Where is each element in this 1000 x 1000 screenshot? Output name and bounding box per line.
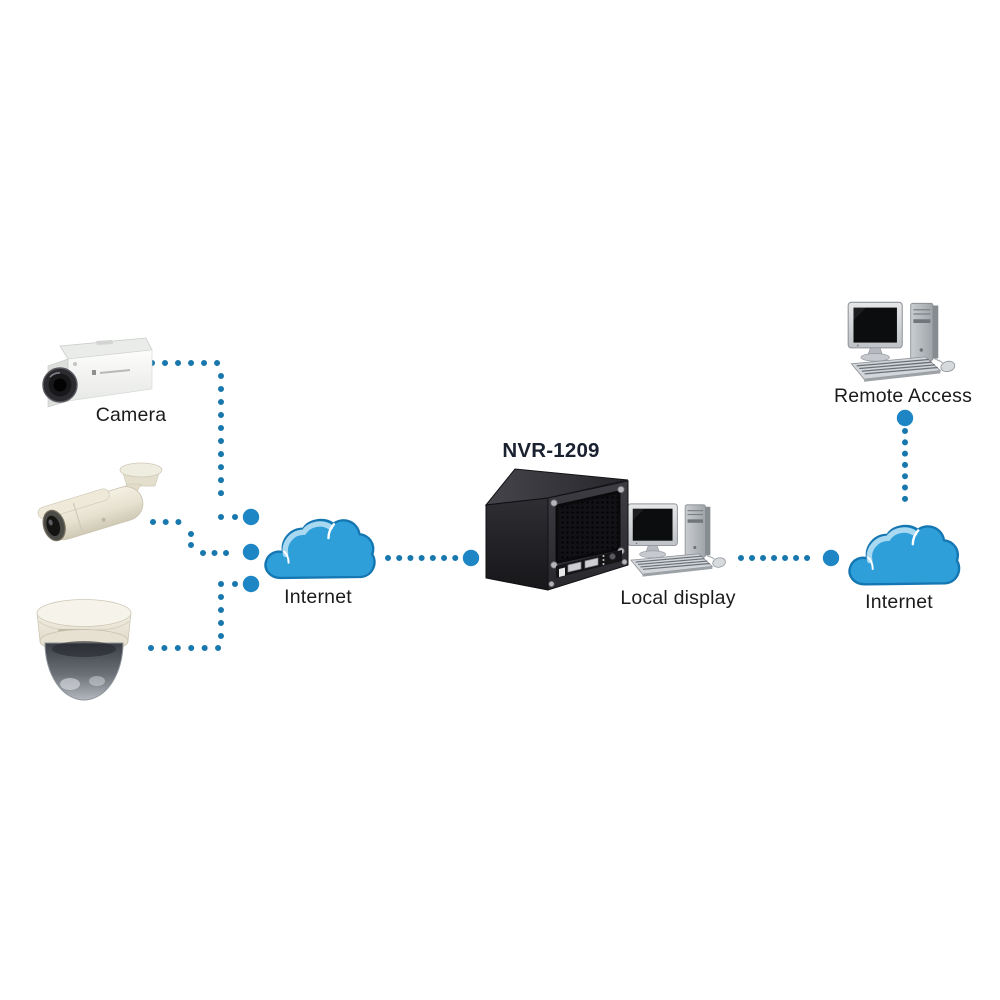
remote-access-computer-icon xyxy=(847,301,957,383)
nvr-front-ports xyxy=(556,550,622,578)
dome-camera-globe xyxy=(44,641,124,701)
nvr-screws xyxy=(548,485,628,588)
bullet-camera-icon xyxy=(37,462,163,542)
remote-access-label: Remote Access xyxy=(833,385,973,407)
internet-left-cloud-icon xyxy=(266,520,375,578)
local-display-computer-icon xyxy=(627,503,728,578)
nvr-device-icon xyxy=(484,468,629,591)
camera-label: Camera xyxy=(95,404,167,426)
link-dome-camera-to-internet xyxy=(148,581,239,651)
bullet-camera-lens xyxy=(42,509,66,542)
internet-right-cloud-icon xyxy=(850,526,960,584)
link-bullet-camera-to-internet xyxy=(150,519,240,556)
internet-left-label: Internet xyxy=(284,586,352,608)
internet-right-label: Internet xyxy=(865,591,933,613)
box-camera-lens xyxy=(42,367,78,403)
link-endpoint-dots xyxy=(242,409,914,593)
local-display-label: Local display xyxy=(620,587,736,609)
nvr-title: NVR-1209 xyxy=(502,439,600,462)
link-lines xyxy=(148,360,908,651)
link-box-camera-to-internet xyxy=(149,360,239,520)
box-camera-icon xyxy=(42,337,153,408)
nvr-mesh-panel xyxy=(555,490,621,564)
dome-camera-icon xyxy=(36,599,132,701)
